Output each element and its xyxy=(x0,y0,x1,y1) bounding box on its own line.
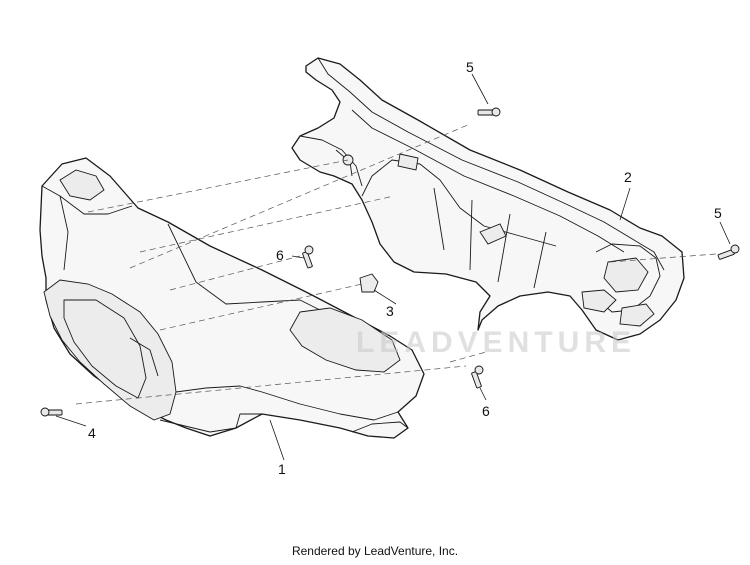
callout-6-bottom: 6 xyxy=(482,403,490,419)
screw-4 xyxy=(40,407,63,417)
screw-6-left xyxy=(302,245,314,269)
callout-3: 3 xyxy=(386,303,394,319)
part-2-rear-handlebar-cover xyxy=(291,57,685,341)
screw-6-bottom xyxy=(471,365,484,389)
screw-5-top xyxy=(477,107,501,117)
screw-5-right xyxy=(717,244,740,260)
assembly-lines xyxy=(75,123,717,405)
footer-credit: Rendered by LeadVenture, Inc. xyxy=(291,544,459,558)
callout-4: 4 xyxy=(88,425,96,441)
callout-5-top: 5 xyxy=(466,59,474,75)
callout-5-right: 5 xyxy=(714,205,722,221)
clip-3 xyxy=(359,273,379,293)
callout-2: 2 xyxy=(624,169,632,185)
callout-1: 1 xyxy=(278,461,286,477)
watermark-text: LEADVENTURE xyxy=(356,326,636,359)
leader-lines xyxy=(55,73,731,461)
callout-6-left: 6 xyxy=(276,247,284,263)
